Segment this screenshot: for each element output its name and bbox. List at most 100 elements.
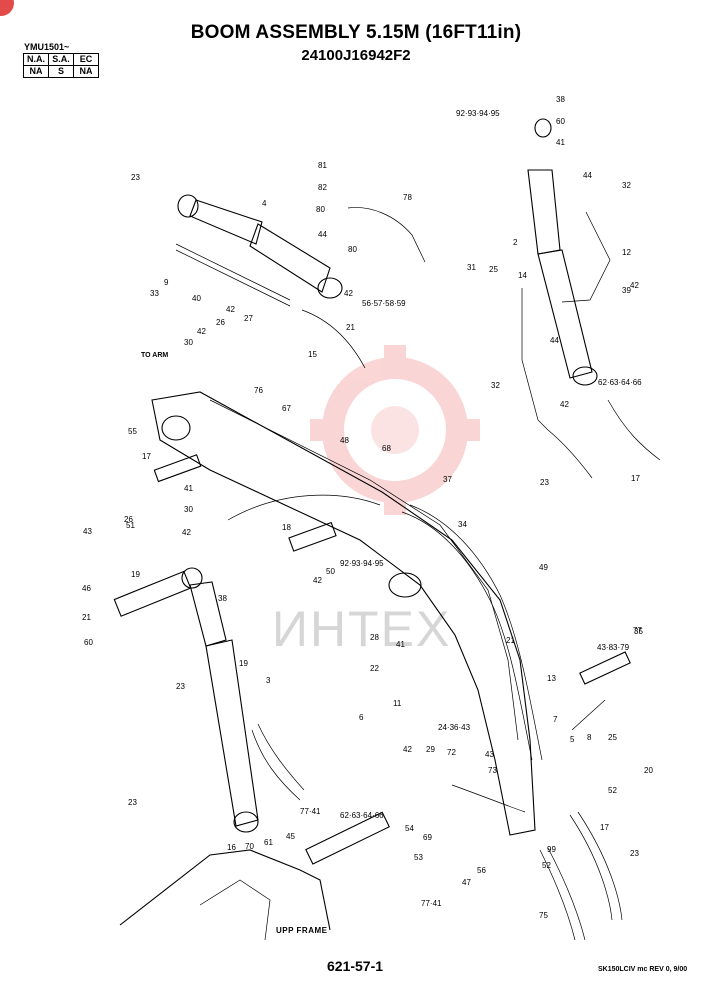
part-callout: 21	[506, 636, 515, 645]
boom-cylinder-lower	[181, 567, 305, 833]
pins-and-hoses	[113, 454, 631, 941]
part-callout: 44	[550, 336, 559, 345]
part-callout: 17	[600, 823, 609, 832]
part-callout: 77	[633, 626, 642, 635]
part-callout: 3	[266, 676, 271, 685]
part-callout: 29	[426, 745, 435, 754]
part-callout: 41	[184, 484, 193, 493]
part-callout: 46	[82, 584, 91, 593]
part-callout: 23	[630, 849, 639, 858]
part-callout: 99	[547, 845, 556, 854]
part-callout: 73	[488, 766, 497, 775]
part-callout: 30	[184, 338, 193, 347]
part-callout: 54	[405, 824, 414, 833]
part-callout: 5	[570, 735, 575, 744]
part-callout: 44	[583, 171, 592, 180]
part-callout: 77·41	[421, 899, 442, 908]
part-callout: 42	[403, 745, 412, 754]
part-callout: 14	[518, 271, 527, 280]
market-value: S	[48, 65, 74, 78]
part-callout: 9	[164, 278, 169, 287]
market-value: NA	[23, 65, 49, 78]
part-callout: 78	[403, 193, 412, 202]
part-callout: 42	[630, 281, 639, 290]
part-callout: 12	[622, 248, 631, 257]
part-callout: 42	[560, 400, 569, 409]
part-callout: 20	[644, 766, 653, 775]
part-callout: 50	[326, 567, 335, 576]
part-callout: 43	[83, 527, 92, 536]
part-callout: 67	[282, 404, 291, 413]
part-callout: 17	[142, 452, 151, 461]
part-callout: 48	[340, 436, 349, 445]
part-callout: 82	[318, 183, 327, 192]
part-callout: 42	[182, 528, 191, 537]
part-callout: 38	[556, 95, 565, 104]
part-callout: 62·63·64·66	[340, 811, 384, 820]
part-callout: 42	[344, 289, 353, 298]
part-callout: 75	[539, 911, 548, 920]
part-callout: 23	[131, 173, 140, 182]
part-callout: 92·93·94·95	[456, 109, 500, 118]
part-callout: 61	[264, 838, 273, 847]
part-callout: 4	[262, 199, 267, 208]
part-callout: 2	[513, 238, 518, 247]
part-callout: 28	[370, 633, 379, 642]
part-callout: 13	[547, 674, 556, 683]
part-callout: 11	[393, 699, 402, 708]
part-callout: 25	[489, 265, 498, 274]
part-callout: 25	[608, 733, 617, 742]
part-callout: 77·41	[300, 807, 321, 816]
part-callout: 42	[226, 305, 235, 314]
part-callout: 53	[414, 853, 423, 862]
part-callout: 72	[447, 748, 456, 757]
callout-layer: 3892·93·94·95604123818280784448056·57·58…	[82, 95, 653, 920]
part-callout: 23	[176, 682, 185, 691]
part-callout: 21	[82, 613, 91, 622]
model-code: YMU1501~	[24, 42, 70, 52]
part-callout: 42	[313, 576, 322, 585]
part-callout: 32	[622, 181, 631, 190]
revision-note: SK150LCIV mc REV 0, 9/00	[598, 966, 688, 973]
part-callout: 21	[346, 323, 355, 332]
part-callout: 43·83·79	[597, 643, 630, 652]
part-callout: 23	[540, 478, 549, 487]
part-callout: 51	[126, 521, 135, 530]
to-arm-label: TO ARM	[141, 352, 169, 359]
part-callout: 34	[458, 520, 467, 529]
part-callout: 31	[467, 263, 476, 272]
part-callout: 49	[539, 563, 548, 572]
part-callout: 69	[423, 833, 432, 842]
watermark: ИНТЕХ	[272, 601, 452, 657]
part-callout: 56	[477, 866, 486, 875]
boom-cylinder-top	[175, 194, 426, 369]
part-callout: 37	[443, 475, 452, 484]
part-number: 24100J16942F2	[301, 47, 411, 64]
part-callout: 60	[556, 117, 565, 126]
part-callout: 26	[124, 515, 133, 524]
part-callout: 18	[282, 523, 291, 532]
boom-structure	[151, 391, 543, 836]
part-callout: 35	[634, 627, 643, 636]
part-callout: 30	[184, 505, 193, 514]
boom-cylinder-right	[521, 118, 661, 479]
part-callout: 45	[286, 832, 295, 841]
part-callout: 17	[631, 474, 640, 483]
part-callout: 68	[382, 444, 391, 453]
upper-frame-label: UPP FRAME	[276, 926, 328, 935]
upper-frame	[119, 849, 331, 941]
part-callout: 23	[128, 798, 137, 807]
part-callout: 19	[131, 570, 140, 579]
part-callout: 44	[318, 230, 327, 239]
part-callout: 27	[244, 314, 253, 323]
part-callout: 15	[308, 350, 317, 359]
part-callout: 41	[556, 138, 565, 147]
part-callout: 52	[542, 861, 551, 870]
part-callout: 38	[218, 594, 227, 603]
part-callout: 76	[254, 386, 263, 395]
part-callout: 24·36·43	[438, 723, 471, 732]
part-callout: 70	[245, 842, 254, 851]
part-callout: 19	[239, 659, 248, 668]
part-callout: 6	[359, 713, 364, 722]
